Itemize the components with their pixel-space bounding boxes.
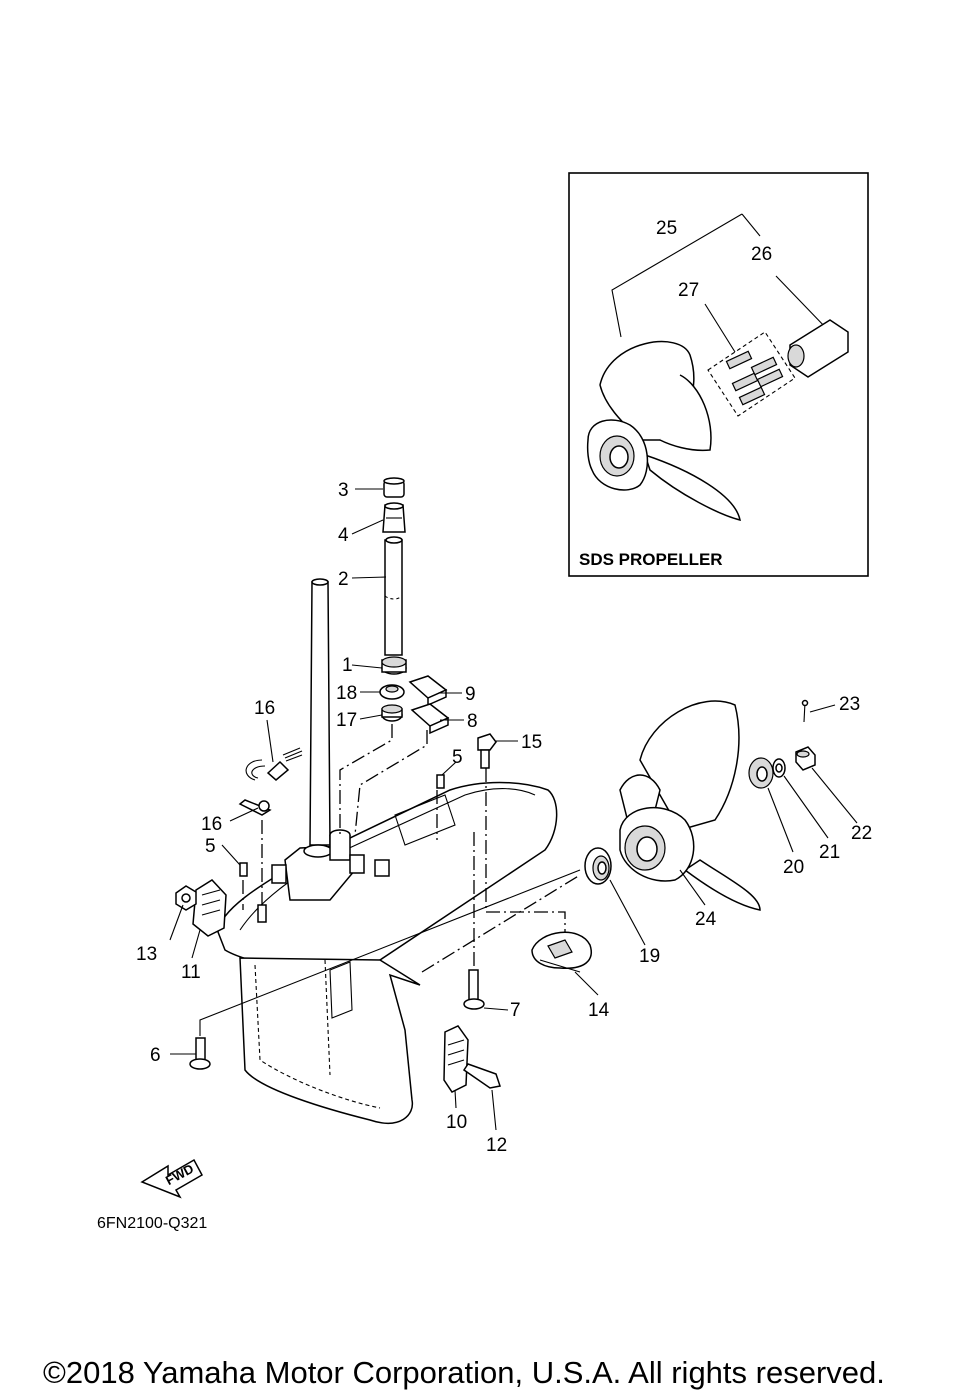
callout-numbers: 3 4 2 1 18 17 9 8 15 5 16 16 5 13 11 7 6…	[136, 218, 872, 1156]
lower-unit-casing	[175, 578, 581, 1124]
bolt-15	[477, 733, 497, 769]
leader-6-route	[199, 869, 581, 1036]
thrust-washer-19	[584, 847, 612, 885]
callout-5-lower: 5	[205, 836, 216, 857]
callout-20: 20	[783, 857, 804, 878]
inset-title: SDS PROPELLER	[579, 550, 723, 569]
callout-2: 2	[338, 569, 349, 590]
callout-25: 25	[656, 218, 677, 239]
callout-26: 26	[751, 244, 772, 265]
copyright-notice: ©2018 Yamaha Motor Corporation, U.S.A. A…	[43, 1355, 885, 1390]
callout-17: 17	[336, 710, 357, 731]
callout-27: 27	[678, 280, 699, 301]
anode-10	[443, 1025, 469, 1093]
propeller-nut-22	[795, 746, 816, 771]
gear-case-body	[239, 957, 421, 1124]
sds-propeller-drawing	[586, 340, 741, 522]
propeller-blade-upper	[639, 700, 740, 831]
inset-frame	[568, 172, 869, 577]
callout-6: 6	[150, 1045, 161, 1066]
callout-22: 22	[851, 823, 872, 844]
callout-14: 14	[588, 1000, 610, 1021]
spline-insert-kit	[707, 331, 796, 417]
callout-12: 12	[486, 1135, 507, 1156]
anode-11	[192, 879, 227, 937]
callout-21: 21	[819, 842, 840, 863]
callout-16-lower: 16	[201, 814, 222, 835]
callout-16-upper: 16	[254, 698, 275, 719]
callout-5-upper: 5	[452, 747, 463, 768]
spacer-20	[748, 757, 774, 789]
callout-3: 3	[338, 480, 349, 501]
callout-10: 10	[446, 1112, 467, 1133]
washer-21	[772, 758, 786, 778]
callout-11: 11	[181, 962, 201, 983]
nut-13	[175, 885, 197, 911]
drive-shaft	[309, 581, 331, 846]
callout-24: 24	[695, 909, 717, 930]
callout-1: 1	[342, 655, 353, 676]
sds-propeller-inset: SDS PROPELLER	[568, 172, 869, 577]
hose-clamp-16	[238, 747, 303, 816]
leader-25	[611, 213, 743, 338]
dowel-pin-upper	[436, 774, 445, 789]
leader-26	[775, 275, 829, 331]
seal-18	[379, 684, 405, 700]
callout-9: 9	[465, 684, 476, 705]
fwd-arrow: FWD	[140, 1158, 204, 1199]
trim-tab-14	[531, 931, 592, 973]
bolt-7	[463, 969, 485, 1010]
diagram-code: 6FN2100-Q321	[97, 1215, 207, 1232]
sds-hub	[787, 319, 849, 378]
bolt-6	[189, 1037, 211, 1070]
callout-8: 8	[467, 711, 478, 732]
callout-15: 15	[521, 732, 542, 753]
propeller-blade-lower	[683, 859, 761, 911]
screw-12	[462, 1063, 501, 1089]
callout-13: 13	[136, 944, 157, 965]
callout-23: 23	[839, 694, 860, 715]
callout-7: 7	[510, 1000, 521, 1021]
grommet-1	[381, 656, 407, 675]
propeller-assembly	[531, 699, 816, 973]
leader-26-top	[741, 213, 761, 237]
callout-4: 4	[338, 525, 349, 546]
water-pump-parts	[379, 477, 450, 735]
dowel-pin-lower	[239, 862, 248, 877]
seal-17	[381, 704, 403, 722]
callout-leaders	[169, 488, 858, 1131]
leader-27	[704, 303, 736, 353]
callout-19: 19	[639, 946, 660, 967]
callout-18: 18	[336, 683, 357, 704]
